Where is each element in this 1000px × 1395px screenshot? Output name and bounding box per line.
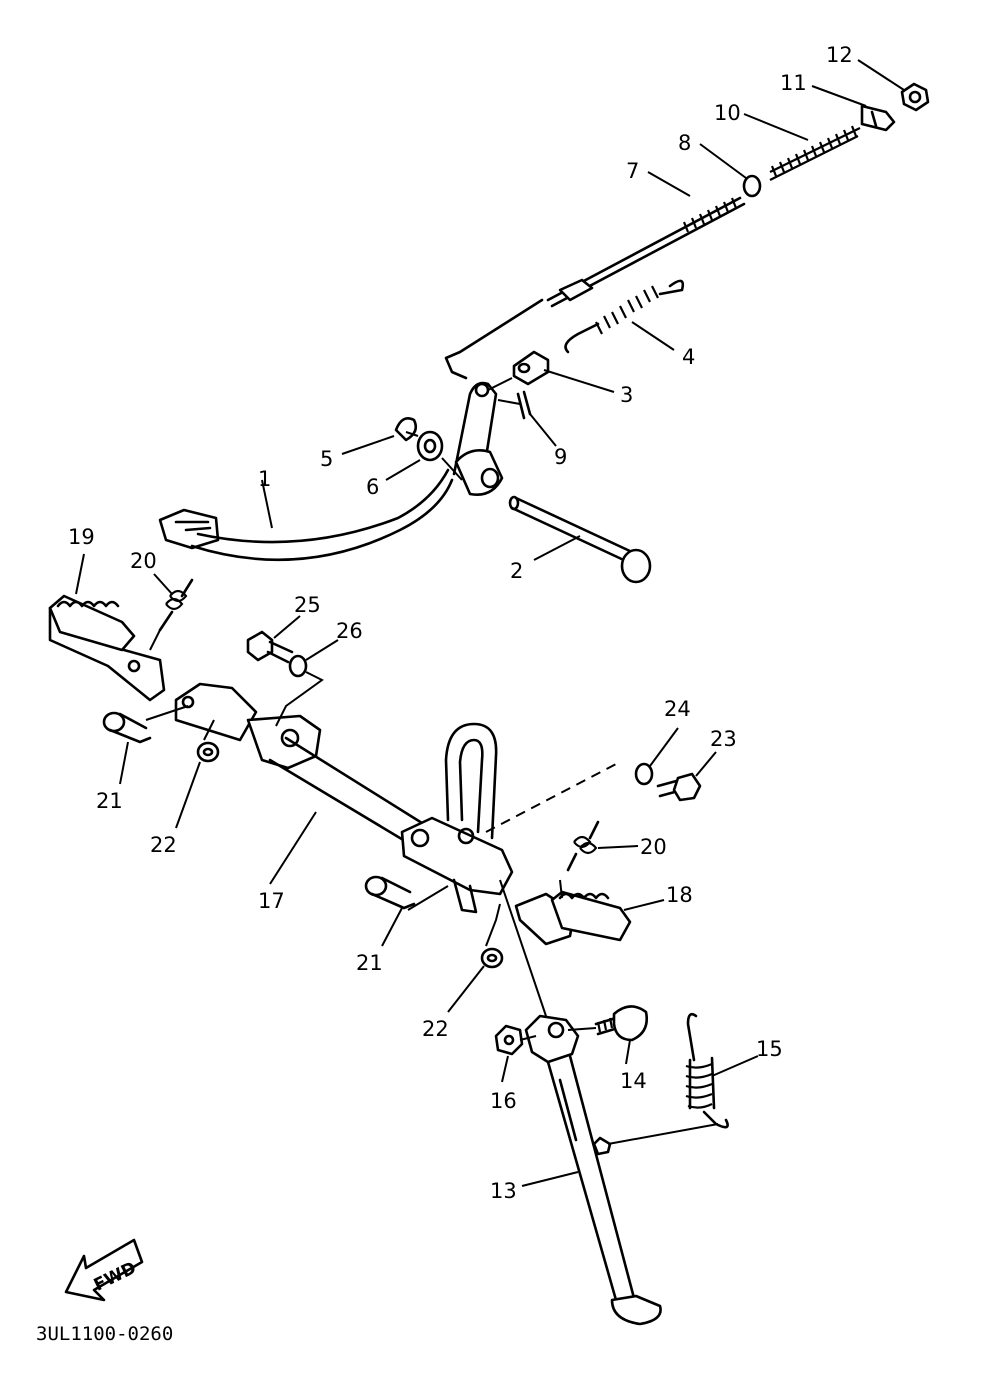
part-footrest-18 [514, 890, 632, 946]
callout-3: 3 [620, 383, 633, 407]
callout-17: 17 [258, 889, 285, 913]
callout-20-right: 20 [640, 835, 667, 859]
part-joint-3 [512, 350, 550, 386]
part-brake-rod-7 [444, 196, 746, 380]
callout-15: 15 [756, 1037, 783, 1061]
callout-25: 25 [294, 593, 321, 617]
part-spring-20-left [158, 578, 194, 632]
part-nut-16 [494, 1024, 524, 1056]
part-pin-21-center [364, 875, 416, 910]
callout-16: 16 [490, 1089, 517, 1113]
callout-13: 13 [490, 1179, 517, 1203]
part-sidestand-13 [524, 1014, 662, 1326]
forward-arrow-icon: FWD [64, 1238, 144, 1302]
document-code: 3UL1100-0260 [36, 1323, 173, 1345]
part-bolt-23 [656, 772, 702, 802]
callout-26: 26 [336, 619, 363, 643]
part-spring-10 [769, 125, 861, 181]
part-nut-12 [900, 82, 930, 112]
part-pivot-shaft-2 [508, 495, 652, 584]
part-adjuster-11 [860, 104, 896, 132]
part-clip-22-left [196, 741, 220, 763]
part-brake-pedal-1 [158, 381, 504, 562]
callout-11: 11 [780, 71, 807, 95]
callout-20-left: 20 [130, 549, 157, 573]
callout-22-left: 22 [150, 833, 177, 857]
callout-12: 12 [826, 43, 853, 67]
callout-21-left: 21 [96, 789, 123, 813]
callout-5: 5 [320, 447, 333, 471]
connector-lines [145, 377, 719, 1145]
part-washer-26 [288, 654, 308, 678]
part-washer-6 [416, 430, 444, 462]
callout-24: 24 [664, 697, 691, 721]
callout-2: 2 [510, 559, 523, 583]
callout-18: 18 [666, 883, 693, 907]
callout-9: 9 [554, 445, 567, 469]
part-clip-22-center [480, 947, 504, 969]
callout-1: 1 [258, 467, 271, 491]
part-bolt-25 [246, 630, 294, 664]
callout-23: 23 [710, 727, 737, 751]
part-pin-21-left [102, 711, 152, 744]
part-rod-clevis [558, 278, 594, 302]
callout-14: 14 [620, 1069, 647, 1093]
callout-22-center: 22 [422, 1017, 449, 1041]
part-spring-20-right [566, 820, 600, 872]
part-washer-8 [742, 174, 762, 198]
part-spring-15 [685, 1012, 729, 1129]
part-clip-5 [394, 417, 418, 442]
callout-19: 19 [68, 525, 95, 549]
callout-6: 6 [366, 475, 379, 499]
callout-leaders [75, 59, 905, 1187]
callout-10: 10 [714, 101, 741, 125]
part-frame-17 [174, 682, 514, 914]
callout-21-center: 21 [356, 951, 383, 975]
part-spring-4 [564, 279, 685, 354]
part-washer-24 [634, 762, 654, 786]
callout-labels: 12 11 10 8 7 4 3 9 5 6 1 2 19 20 25 26 2… [68, 43, 853, 1203]
part-footrest-19 [48, 594, 166, 702]
part-bolt-14 [594, 1005, 648, 1042]
callout-8: 8 [678, 131, 691, 155]
callout-7: 7 [626, 159, 639, 183]
part-cotter-pin-9 [516, 390, 532, 420]
callout-4: 4 [682, 345, 695, 369]
